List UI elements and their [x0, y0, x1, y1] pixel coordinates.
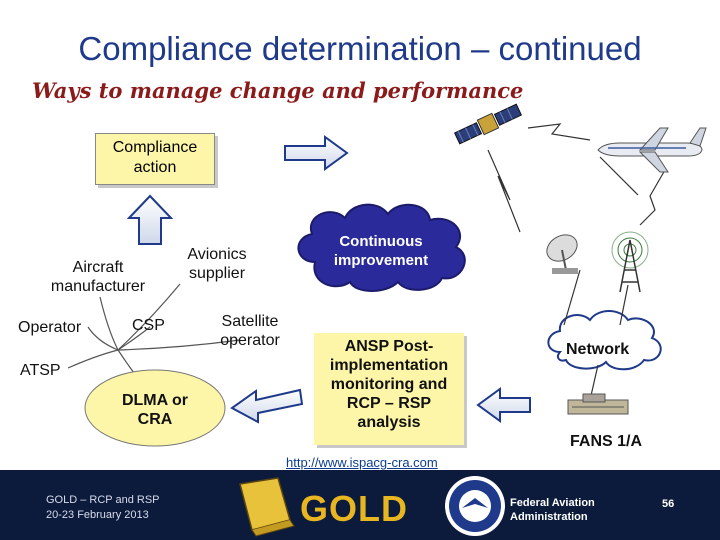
gold-logo-text: GOLD — [300, 488, 408, 530]
cra-link[interactable]: http://www.ispacg-cra.com — [286, 455, 438, 470]
faa-line2: Administration — [510, 510, 595, 524]
avionics-supplier-label: Avionics supplier — [172, 245, 262, 283]
continuous-improvement-label: Continuous improvement — [322, 232, 440, 270]
faa-seal-icon — [445, 476, 505, 536]
footer-event-line1: GOLD – RCP and RSP — [46, 493, 160, 508]
footer-event-line2: 20-23 February 2013 — [46, 508, 160, 523]
atsp-label: ATSP — [20, 361, 61, 380]
satellite-icon — [454, 102, 522, 145]
ansp-analysis-label: ANSP Post-implementation monitoring and … — [314, 337, 464, 432]
operator-label: Operator — [18, 318, 81, 337]
dlma-label: DLMA or CRA — [105, 391, 205, 429]
left-arrow-ansp — [478, 389, 530, 421]
compliance-action-label: Compliance action — [113, 139, 197, 176]
faa-line1: Federal Aviation — [510, 496, 595, 510]
fans-label: FANS 1/A — [570, 432, 642, 451]
radio-tower-icon — [612, 232, 648, 292]
aircraft-manufacturer-label: Aircraft manufacturer — [38, 258, 158, 296]
faa-name: Federal Aviation Administration — [510, 496, 595, 524]
right-arrow — [285, 137, 347, 169]
footer-event-info: GOLD – RCP and RSP 20-23 February 2013 — [46, 493, 160, 523]
airplane-icon — [598, 128, 706, 172]
csp-label: CSP — [132, 316, 165, 335]
ansp-analysis-box: ANSP Post-implementation monitoring and … — [314, 333, 464, 445]
left-arrow-dlma — [232, 390, 302, 422]
up-arrow — [129, 196, 171, 244]
dish-antenna-icon — [542, 230, 582, 274]
building-icon — [568, 394, 628, 414]
network-label: Network — [566, 340, 629, 359]
page-number: 56 — [662, 498, 674, 510]
satellite-operator-label: Satellite operator — [206, 312, 294, 350]
compliance-action-box: Compliance action — [95, 133, 215, 185]
